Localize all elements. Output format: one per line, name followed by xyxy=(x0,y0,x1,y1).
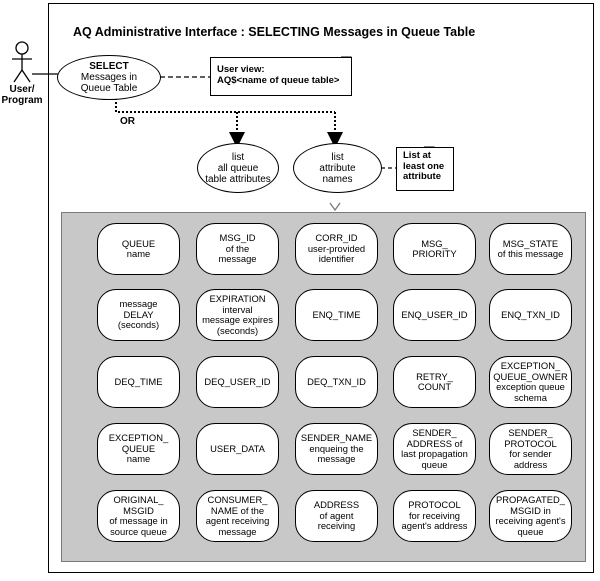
or-label: OR xyxy=(120,116,135,127)
list-attributes-note: List at least one attribute xyxy=(396,147,454,191)
attribute-cell: DEQ_TXN_ID xyxy=(295,356,378,408)
attribute-cell: SENDER_ PROTOCOL for sender address xyxy=(489,423,572,475)
attribute-cell: MSG_ID of the message xyxy=(196,223,279,275)
list-all-attributes-ellipse: list all queue table attributes xyxy=(197,143,279,193)
diagram-frame xyxy=(48,3,594,573)
attribute-cell: MSG_STATE of this message xyxy=(489,223,572,275)
attribute-cell: CORR_ID user-provided identifier xyxy=(295,223,378,275)
attribute-cell: EXPIRATION interval message expires (sec… xyxy=(196,289,279,341)
user-view-note-value: AQ$<name of queue table> xyxy=(217,74,340,86)
actor-label: User/ Program xyxy=(1,84,43,106)
attribute-cell: EXCEPTION_ QUEUE name xyxy=(97,423,180,475)
attribute-cell: CONSUMER_ NAME of the agent receiving me… xyxy=(196,490,279,542)
stick-figure-icon xyxy=(12,41,32,83)
panel-pointer-icon xyxy=(329,202,341,212)
attribute-cell: ENQ_USER_ID xyxy=(393,289,476,341)
attribute-cell: SENDER_NAME enqueing the message xyxy=(295,423,378,475)
or-branch-connector xyxy=(115,98,335,113)
attribute-cell: QUEUE name xyxy=(97,223,180,275)
diagram-title: AQ Administrative Interface : SELECTING … xyxy=(73,25,476,39)
attribute-cell: DEQ_USER_ID xyxy=(196,356,279,408)
attribute-cell: USER_DATA xyxy=(196,423,279,475)
attribute-cell: MSG_ PRIORITY xyxy=(393,223,476,275)
attribute-cell: ADDRESS of agent receiving xyxy=(295,490,378,542)
attribute-cell: PROPAGATED_ MSGID in receiving agent's q… xyxy=(489,490,572,542)
select-label: SELECT xyxy=(89,61,129,72)
select-sublabel: Messages in Queue Table xyxy=(80,72,138,94)
attribute-cell: SENDER_ ADDRESS of last propagation queu… xyxy=(393,423,476,475)
list-attribute-names-ellipse: list attribute names xyxy=(293,143,382,193)
attribute-cell: message DELAY (seconds) xyxy=(97,289,180,341)
attribute-cell: ENQ_TXN_ID xyxy=(489,289,572,341)
attribute-cell: ORIGINAL_ MSGID of message in source que… xyxy=(97,490,180,542)
attribute-cell: RETRY_ COUNT xyxy=(393,356,476,408)
attribute-cell: DEQ_TIME xyxy=(97,356,180,408)
attribute-cell: PROTOCOL for receiving agent's address xyxy=(393,490,476,542)
attribute-cell: EXCEPTION_ QUEUE_OWNER exception queue s… xyxy=(489,356,572,408)
attribute-cell: ENQ_TIME xyxy=(295,289,378,341)
user-view-note-title: User view: xyxy=(217,64,265,75)
user-view-note: User view: AQ$<name of queue table> xyxy=(210,57,352,96)
